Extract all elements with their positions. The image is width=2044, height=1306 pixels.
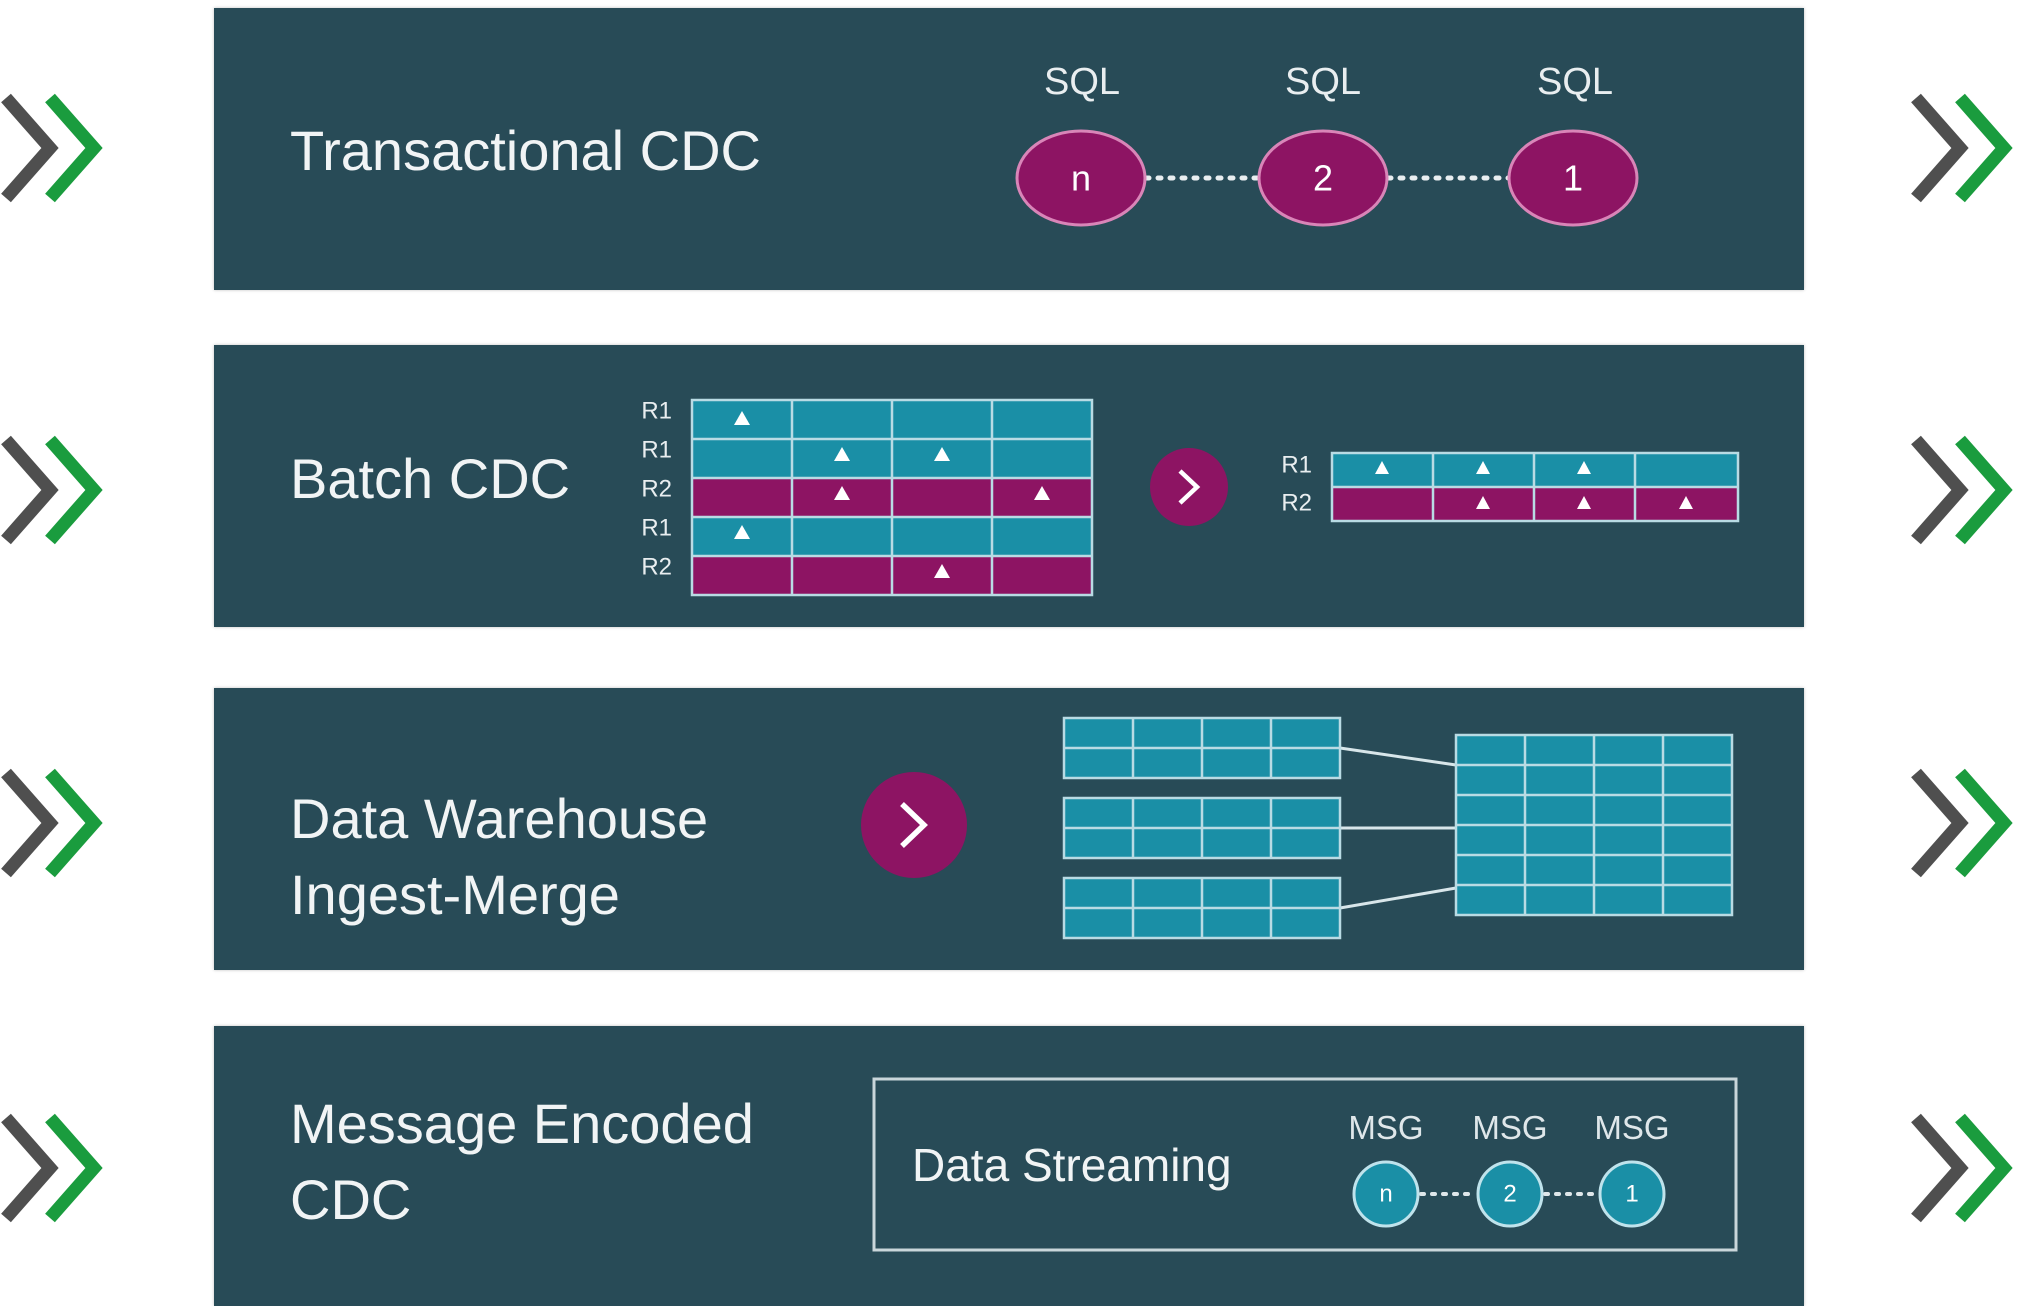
sql-node: n xyxy=(1015,129,1147,227)
source-table xyxy=(1062,876,1342,940)
sql-node-label: 2 xyxy=(1313,158,1333,199)
row-label: R2 xyxy=(641,476,672,503)
sql-sequence: SQL SQL SQL n 2 1 xyxy=(1015,61,1639,227)
sql-label: SQL xyxy=(1044,61,1120,103)
double-chevron-right-icon xyxy=(1911,1113,2013,1223)
sql-node-label: 1 xyxy=(1563,158,1583,199)
sql-label: SQL xyxy=(1285,61,1361,103)
merged-table xyxy=(1454,733,1734,917)
ingest-merge-diagram xyxy=(861,716,1734,940)
sql-node: 2 xyxy=(1257,129,1389,227)
message-encoded-cdc-panel: Message Encoded CDC Data Streaming MSG M… xyxy=(214,1026,1804,1306)
panel-title: Batch CDC xyxy=(290,447,571,510)
msg-label: MSG xyxy=(1594,1109,1669,1146)
sql-node-label: n xyxy=(1071,158,1091,199)
msg-node-label: 1 xyxy=(1625,1181,1638,1208)
double-chevron-right-icon xyxy=(1,1113,103,1223)
msg-label: MSG xyxy=(1348,1109,1423,1146)
double-chevron-right-icon xyxy=(1911,435,2013,545)
double-chevron-right-icon xyxy=(1911,768,2013,878)
chevron-right-icon xyxy=(861,772,967,878)
data-streaming-label: Data Streaming xyxy=(912,1139,1232,1191)
batch-table-left xyxy=(690,398,1094,597)
msg-node: n xyxy=(1352,1160,1420,1228)
batch-table-right xyxy=(1330,451,1740,523)
data-streaming-diagram: Data Streaming MSG MSG MSG n 2 1 xyxy=(872,1077,1738,1252)
msg-node-label: n xyxy=(1379,1181,1392,1208)
triangle-icon xyxy=(1375,461,1693,509)
source-table xyxy=(1062,796,1342,860)
batch-tables: R1 R1 R2 R1 R2 xyxy=(641,398,1740,597)
double-chevron-right-icon xyxy=(1,768,103,878)
double-chevron-right-icon xyxy=(1,435,103,545)
row-label: R2 xyxy=(1281,490,1312,517)
triangle-icon xyxy=(734,411,1050,578)
batch-cdc-panel: Batch CDC xyxy=(214,345,1804,627)
row-label: R2 xyxy=(641,554,672,581)
msg-node: 2 xyxy=(1476,1160,1544,1228)
panel-title: Transactional CDC xyxy=(290,119,761,182)
row-label: R1 xyxy=(641,437,672,464)
msg-node: 1 xyxy=(1598,1160,1666,1228)
double-chevron-right-icon xyxy=(1911,93,2013,203)
double-chevron-right-icon xyxy=(1,93,103,203)
sql-node: 1 xyxy=(1507,129,1639,227)
row-label: R1 xyxy=(641,398,672,425)
row-label: R1 xyxy=(641,515,672,542)
chevron-right-icon xyxy=(1150,448,1228,526)
msg-label: MSG xyxy=(1472,1109,1547,1146)
source-table xyxy=(1062,716,1342,780)
panel-title: Message Encoded CDC xyxy=(290,1092,754,1231)
transactional-cdc-panel: Transactional CDC SQL SQL SQL n 2 1 xyxy=(214,8,1804,290)
panel-title: Data Warehouse Ingest-Merge xyxy=(290,787,709,926)
sql-label: SQL xyxy=(1537,61,1613,103)
data-streaming-box xyxy=(872,1077,1738,1252)
msg-node-label: 2 xyxy=(1503,1181,1516,1208)
row-label: R1 xyxy=(1281,452,1312,479)
data-warehouse-panel: Data Warehouse Ingest-Merge xyxy=(214,688,1804,970)
